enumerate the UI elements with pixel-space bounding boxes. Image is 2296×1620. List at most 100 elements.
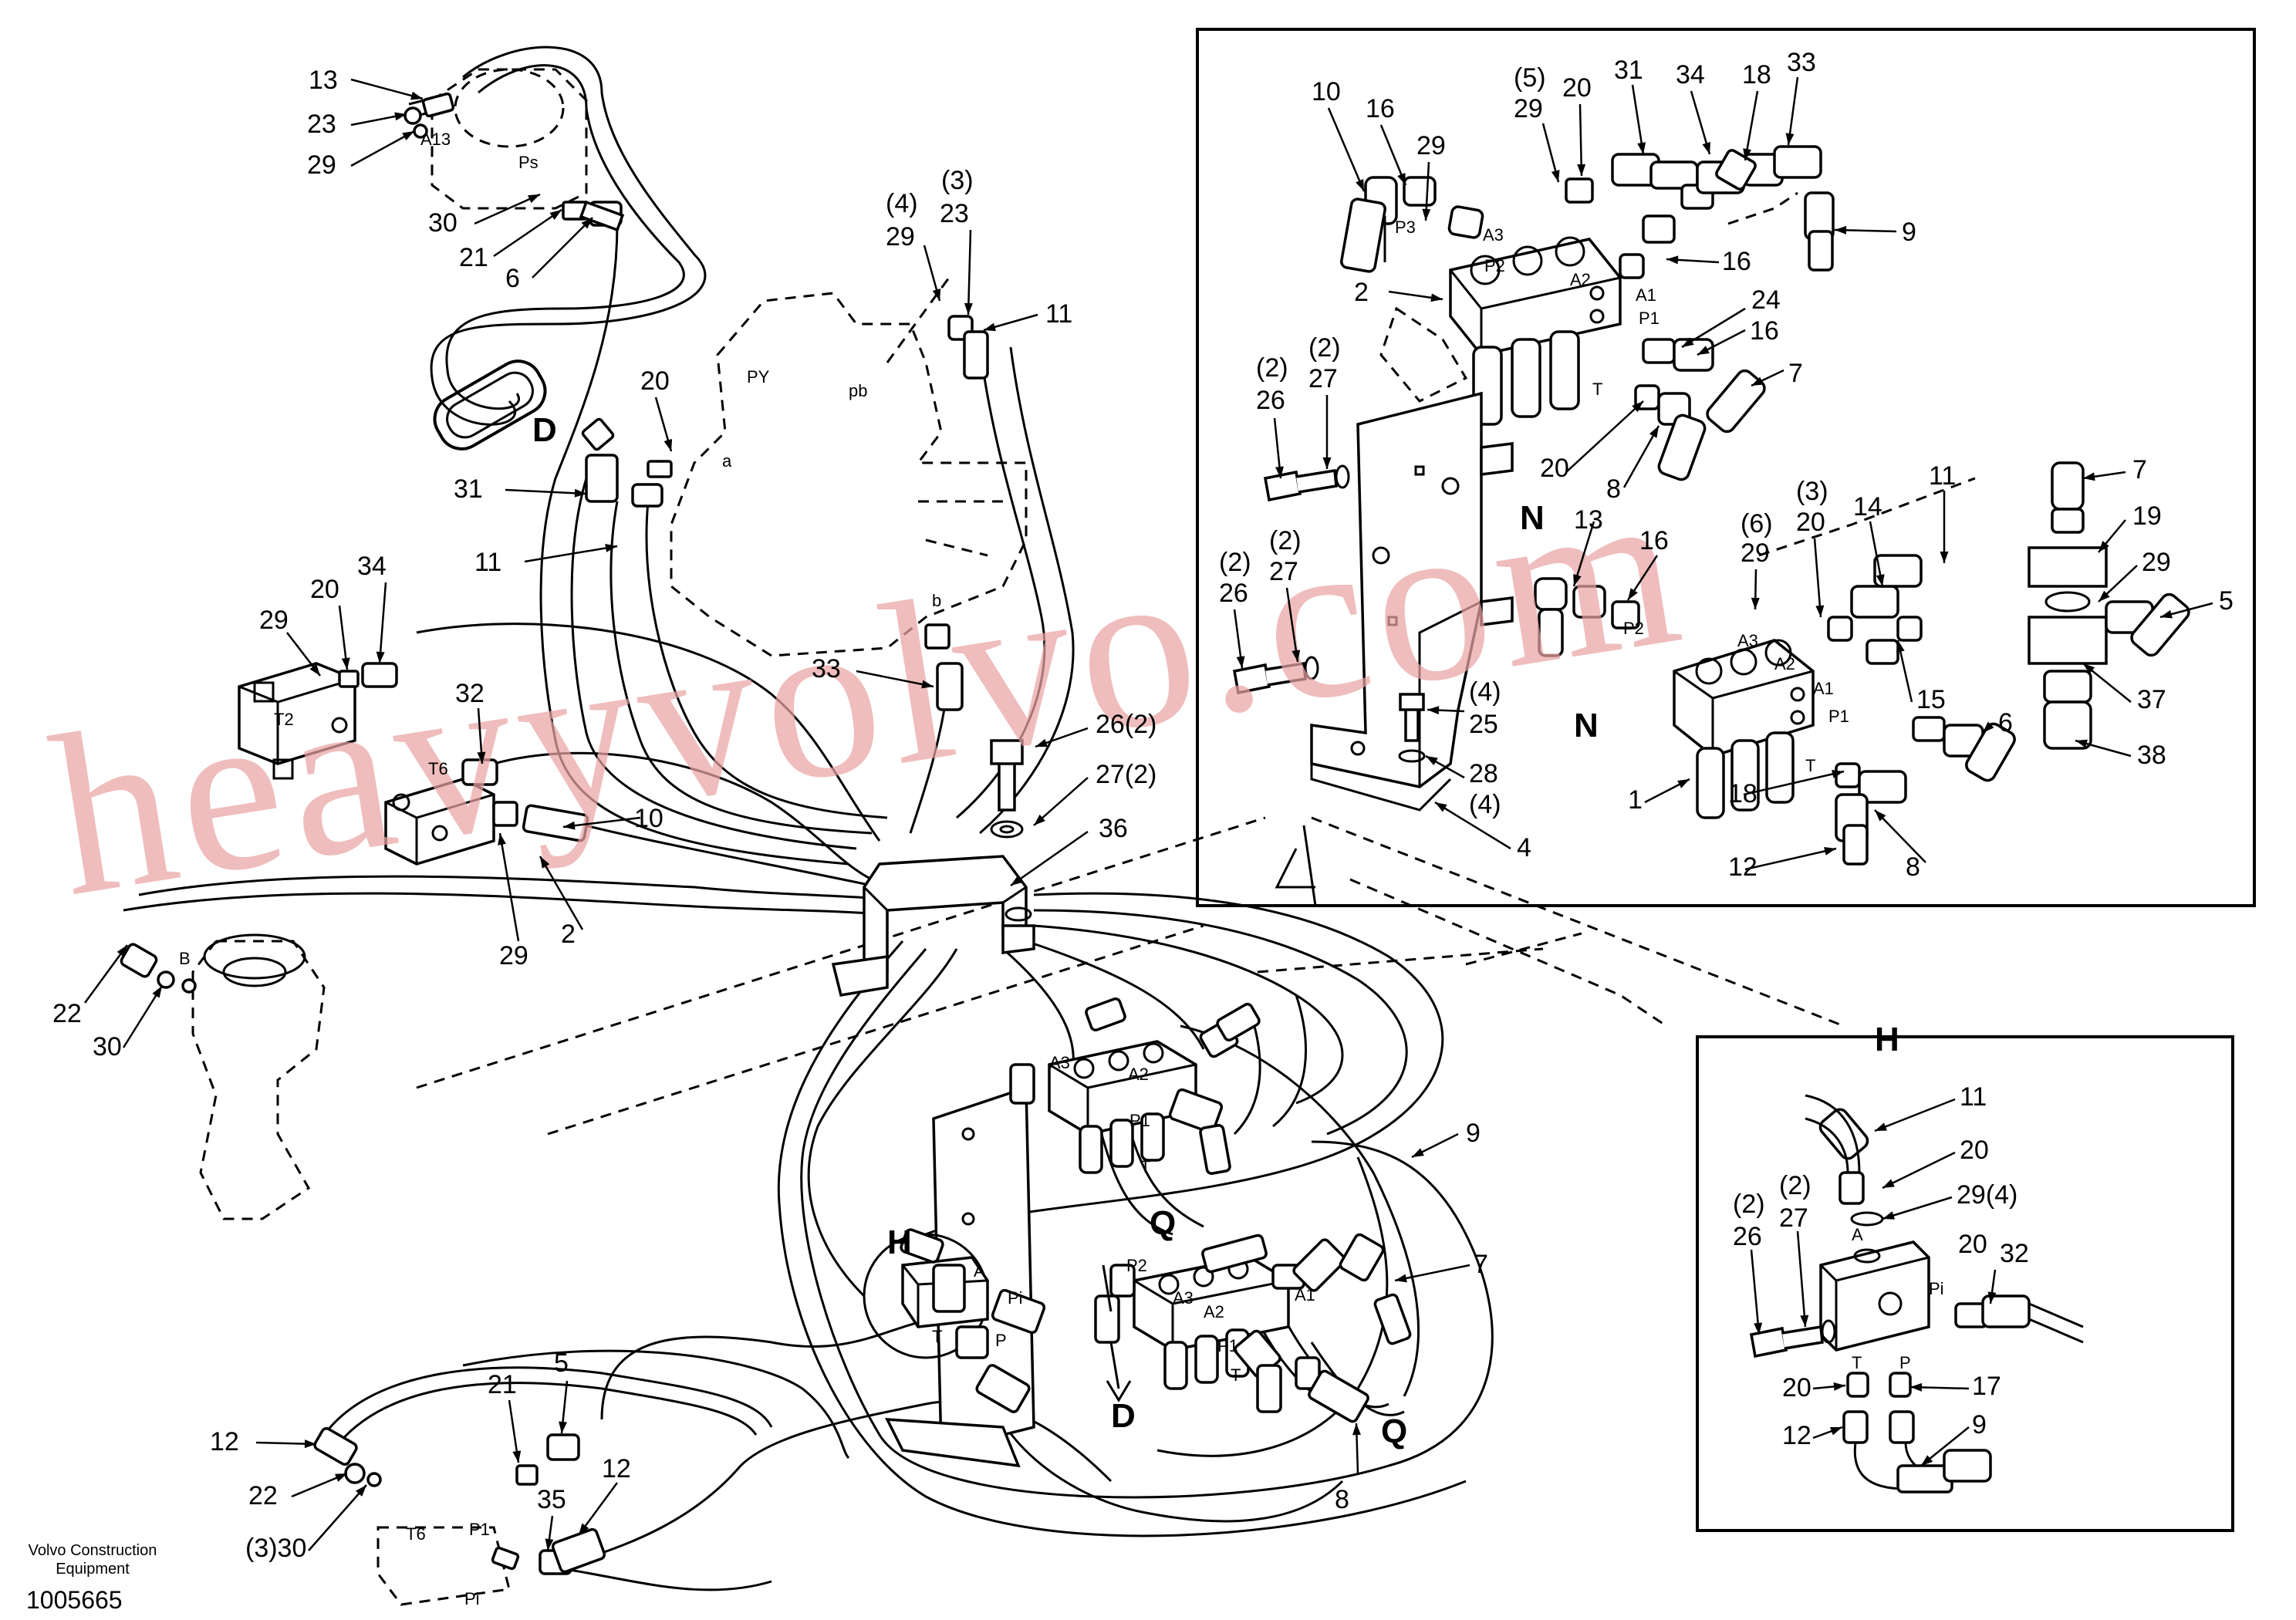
callout-label: 17 — [1972, 1372, 2001, 1401]
callout-label: 9 — [1972, 1410, 1987, 1439]
callout-label: 5 — [554, 1348, 569, 1378]
callout-label: 26(2) — [1096, 710, 1156, 739]
callout-label: (2) — [1269, 526, 1302, 555]
port-a2: A2 — [1570, 270, 1591, 289]
port-ps: Ps — [518, 153, 539, 172]
callout-label: 29(4) — [1957, 1180, 2017, 1210]
port-p1: P1 — [469, 1520, 490, 1539]
view-label-h: H — [887, 1223, 912, 1261]
callout-label: 26 — [1219, 579, 1248, 608]
port-a13: T6 — [428, 759, 448, 778]
callout-label: 18 — [1728, 779, 1757, 808]
hose-loop-band — [433, 359, 547, 451]
callout-label: 38 — [2137, 741, 2166, 770]
callout-label: 20 — [640, 366, 670, 396]
callout-label: 36 — [1099, 814, 1128, 843]
callout-label: 34 — [357, 552, 387, 581]
port-pi: Pi — [1008, 1288, 1023, 1308]
callout-label: (4) — [886, 189, 918, 218]
inset-h-frame — [1696, 1035, 2234, 1532]
callout-label: 10 — [1312, 77, 1341, 106]
view-label-h: H — [1875, 1021, 1899, 1058]
callout-label: (2) — [1779, 1171, 1811, 1200]
port-t6: Pi — [464, 1589, 480, 1608]
port-b: b — [932, 591, 941, 610]
port-a: A — [1852, 1225, 1863, 1244]
callout-label: 13 — [1574, 505, 1603, 535]
callout-label: 7 — [1474, 1250, 1488, 1279]
port-p1: P1 — [1828, 707, 1849, 726]
port-a1: A1 — [1295, 1285, 1315, 1304]
callout-label: 11 — [1045, 299, 1072, 329]
callout-label: 12 — [1782, 1421, 1811, 1450]
leader-arrows — [83, 76, 2213, 1551]
drawing-number: 1005665 — [26, 1586, 123, 1614]
company-name: Volvo Construction Equipment — [17, 1541, 168, 1578]
callout-label: 20 — [310, 575, 339, 604]
callout-label: 33 — [812, 654, 841, 683]
port-p2: P2 — [1484, 256, 1505, 275]
callout-labels: D N N Q Q D H H A13 Ps PY pb a b T2 T6 B… — [52, 48, 2234, 1608]
callout-label: (2) — [1219, 548, 1251, 577]
port-a3: A3 — [1483, 225, 1504, 245]
callout-label: 2 — [1354, 278, 1369, 307]
callout-label: 12 — [1728, 852, 1757, 882]
callout-label: 16 — [1639, 526, 1669, 555]
callout-label: 8 — [1335, 1485, 1349, 1514]
port-t: T — [1231, 1365, 1241, 1385]
callout-label: 1 — [1628, 785, 1643, 815]
port-p1: P1 — [1217, 1336, 1238, 1355]
callout-label: (4) — [1469, 790, 1501, 819]
port-t: T — [1805, 756, 1815, 775]
callout-label: 13 — [309, 66, 338, 95]
callout-label: 19 — [2132, 501, 2162, 531]
callout-label: 35 — [537, 1485, 566, 1514]
callout-label: (2) — [1256, 353, 1288, 383]
callout-label: 20 — [1562, 73, 1592, 103]
callout-label: (3) — [1796, 477, 1828, 506]
callout-label: 20 — [1960, 1136, 1989, 1165]
callout-label: 29 — [2142, 548, 2171, 577]
port-t2: T6 — [406, 1524, 426, 1544]
callout-label: 29 — [259, 606, 289, 635]
port-py: PY — [747, 367, 770, 386]
company-name-line2: Equipment — [56, 1561, 130, 1578]
watermark-text: heavyvolvo.com — [37, 434, 1701, 945]
callout-label: 21 — [488, 1370, 517, 1399]
callout-label: 11 — [1929, 461, 1956, 491]
port-a: A — [974, 1261, 985, 1281]
callout-label: 10 — [634, 804, 663, 833]
callout-label: 7 — [1788, 359, 1803, 388]
callout-label: (2) — [1733, 1190, 1765, 1219]
callout-label: 31 — [1614, 56, 1643, 85]
callout-label: 6 — [1998, 708, 2013, 737]
bolt-26 — [990, 739, 1024, 839]
callout-label: 26 — [1733, 1222, 1762, 1251]
callout-label: 2 — [561, 920, 576, 949]
callout-label: (5) — [1514, 63, 1546, 93]
callout-label: 29 — [1416, 131, 1446, 160]
callout-label: 32 — [455, 679, 485, 708]
callout-label: 7 — [2132, 455, 2147, 484]
callout-label: 28 — [1469, 759, 1498, 788]
callout-label: 20 — [1540, 454, 1569, 483]
callout-label: 9 — [1466, 1119, 1481, 1148]
port-p1: P1 — [1129, 1111, 1150, 1130]
port-pb: pb — [849, 381, 867, 400]
callout-label: 30 — [93, 1032, 122, 1061]
callout-label: (6) — [1741, 509, 1773, 538]
callout-label: 16 — [1366, 94, 1395, 123]
callout-label: 6 — [505, 264, 520, 293]
port-p: P — [995, 1331, 1007, 1350]
callout-label: (4) — [1469, 677, 1501, 707]
joystick-top — [203, 933, 306, 987]
callout-label: 29 — [1514, 94, 1543, 123]
callout-label: 23 — [307, 110, 336, 139]
phantom-outlines — [191, 68, 1976, 1606]
plate-main — [863, 1085, 1035, 1468]
callout-label: 27 — [1269, 557, 1298, 586]
port-pi: Pi — [1929, 1279, 1944, 1298]
valve-stack-lower — [1133, 1256, 1290, 1390]
callout-label: 20 — [1958, 1230, 1987, 1259]
callout-label: 15 — [1916, 685, 1946, 714]
